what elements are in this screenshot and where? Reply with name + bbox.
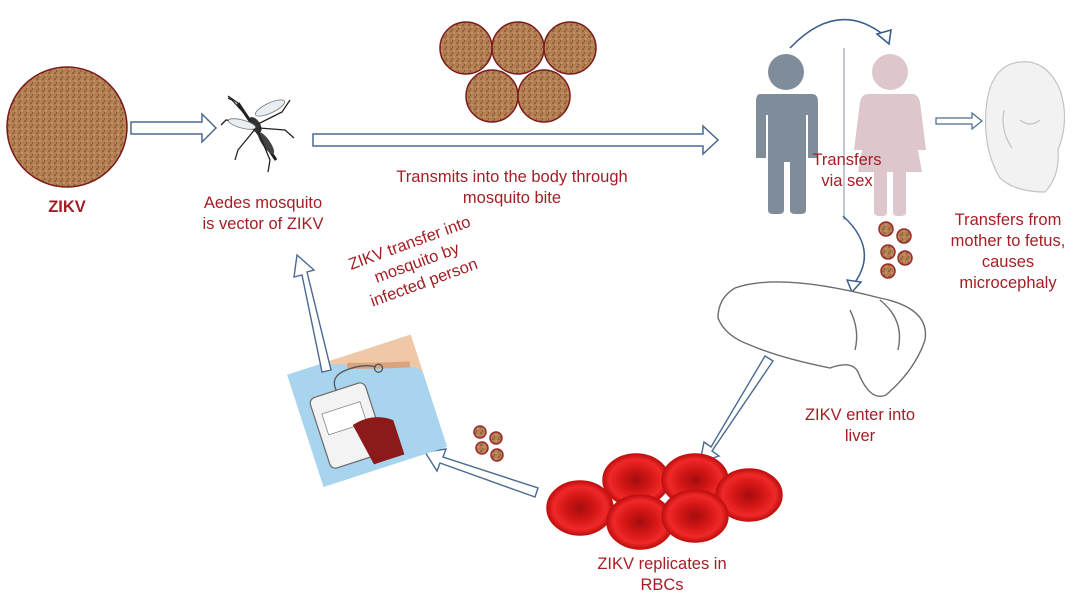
- label-transmits-bite: Transmits into the body through mosquito…: [396, 168, 628, 207]
- red-blood-cells-icon: [546, 453, 783, 550]
- arrow-rbc-to-bloodbag: [423, 448, 539, 498]
- label-enter-liver: ZIKV enter into liver: [804, 406, 916, 445]
- arrow-to-fetus: [935, 111, 983, 131]
- arrow-liver-to-rbc: [699, 355, 774, 464]
- small-virus-cluster-rbc: [473, 425, 504, 462]
- arrow-bloodbag-to-mosquito: [293, 253, 332, 373]
- arrow-zikv-to-mosquito: [130, 112, 218, 144]
- label-transfers-sex: Transfers via sex: [812, 151, 882, 190]
- female-person-icon: [854, 54, 926, 216]
- label-mother-fetus: Transfers from mother to fetus, causes m…: [950, 211, 1066, 292]
- big-virus-particle-icon: [6, 66, 128, 188]
- blood-transfusion-icon: [287, 334, 448, 488]
- label-replicates-rbc: ZIKV replicates in RBCs: [597, 555, 727, 594]
- virus-cluster-icon: [439, 21, 597, 123]
- curved-arrow-to-liver: [842, 215, 866, 294]
- male-person-icon: [756, 54, 818, 214]
- curved-arrow-male-to-female: [789, 18, 892, 49]
- arrow-mosquito-to-human: [312, 124, 720, 156]
- fetus-icon: [984, 61, 1066, 193]
- small-virus-cluster-liver: [878, 221, 913, 279]
- label-mosquito-vector: Aedes mosquito is vector of ZIKV: [202, 194, 324, 233]
- liver-icon: [717, 281, 927, 397]
- label-zikv: ZIKV: [48, 198, 86, 216]
- mosquito-icon: [220, 95, 295, 173]
